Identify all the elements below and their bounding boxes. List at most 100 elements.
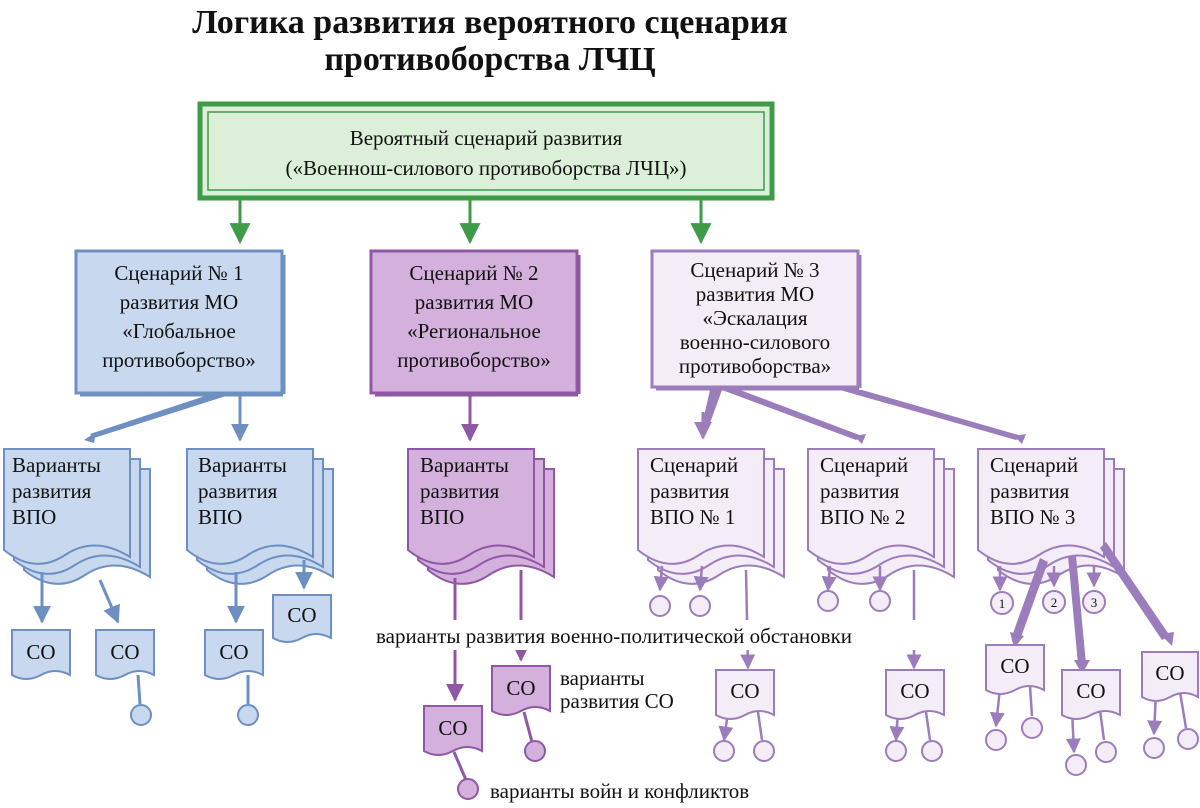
co-lilac-5-label: СО (1155, 661, 1184, 685)
co-blue-2-label: СО (110, 640, 139, 664)
co-box-purple-2: СО (491, 665, 551, 716)
lilac-thick-connectors (1010, 542, 1174, 674)
variants-1-line2: развития (12, 479, 92, 503)
co-lilac-4-label: СО (1076, 679, 1105, 703)
variants-2-line1: Варианты (198, 453, 287, 477)
co-box-lilac-2: СО (885, 669, 945, 720)
outcome-node-lilac-6 (753, 740, 775, 762)
scenario-3-box: Сценарий № 3 развития МО «Эскалация воен… (650, 249, 862, 391)
numbered-node-2: 2 (1042, 590, 1066, 614)
co-box-lilac-5: СО (1141, 651, 1199, 702)
outcome-node-lilac-14 (1177, 728, 1199, 750)
root-scenario-line1: Вероятный сценарий развития (350, 126, 623, 150)
co-box-lilac-3: СО (985, 644, 1045, 695)
vpo-scenario-1-line2: развития (650, 479, 730, 503)
co-lilac-1-label: СО (730, 679, 759, 703)
vpo-scenario-3-line1: Сценарий (990, 453, 1078, 477)
co-purple-2-label: СО (506, 676, 535, 700)
outcome-node-lilac-11 (1065, 754, 1087, 776)
co-box-lilac-1: СО (715, 669, 775, 720)
vpo-scenario-stack-2: Сценарий развития ВПО № 2 (807, 448, 955, 585)
annotation-co-variants-line1: варианты (560, 666, 645, 690)
annotation-vpo-variants: варианты развития военно-политической об… (376, 624, 852, 648)
variants-stack-2: Варианты развития ВПО (186, 448, 334, 585)
variants-2-line3: ВПО (198, 505, 242, 529)
numbered-node-3: 3 (1082, 590, 1106, 614)
blue-branch-connectors (33, 560, 313, 705)
root-scenario-box: Вероятный сценарий развития («Военнош-си… (197, 101, 775, 201)
annotation-co-variants-line2: развития СО (560, 689, 674, 713)
outcome-node-lilac-9 (985, 729, 1007, 751)
numbered-node-1: 1 (990, 591, 1014, 615)
scenario-1-line1: Сценарий № 1 (114, 261, 243, 285)
vpo-scenario-2-line1: Сценарий (820, 453, 908, 477)
root-scenario-line2: («Военнош-силового противоборства ЛЧЦ») (286, 156, 687, 180)
diagram-title-line1: Логика развития вероятного сценария (192, 4, 788, 41)
outcome-node-lilac-13 (1143, 737, 1165, 759)
scenario-3-line1: Сценарий № 3 (690, 258, 819, 282)
variants-1-line3: ВПО (12, 505, 56, 529)
root-connectors (229, 198, 712, 245)
outcome-node-blue-1 (130, 704, 152, 726)
co-box-lilac-4: СО (1061, 669, 1121, 720)
variants-2-line2: развития (198, 479, 278, 503)
variants-3-line3: ВПО (420, 505, 464, 529)
variants-3-line1: Варианты (420, 453, 509, 477)
outcome-node-blue-2 (237, 704, 259, 726)
vpo-scenario-stack-3: Сценарий развития ВПО № 3 (977, 448, 1125, 585)
vpo-scenario-stack-1: Сценарий развития ВПО № 1 (637, 448, 785, 585)
scenario-2-line1: Сценарий № 2 (409, 261, 538, 285)
outcome-node-lilac-2 (689, 595, 711, 617)
outcome-node-lilac-1 (649, 595, 671, 617)
scenario-2-box: Сценарий № 2 развития МО «Региональное п… (369, 249, 581, 397)
scenario-1-line3: «Глобальное (122, 319, 236, 343)
co-blue-4-label: СО (287, 603, 316, 627)
vpo-scenario-3-line3: ВПО № 3 (990, 505, 1075, 529)
annotation-wars: варианты войн и конфликтов (490, 779, 749, 803)
outcome-node-lilac-3 (817, 590, 839, 612)
scenario-3-line4: военно-силового (680, 330, 830, 354)
co-lilac-2-label: СО (900, 679, 929, 703)
scenario-3-line2: развития МО (696, 282, 814, 306)
scenario-2-line2: развития МО (415, 290, 533, 314)
outcome-node-lilac-5 (713, 740, 735, 762)
vpo-scenario-1-line1: Сценарий (650, 453, 738, 477)
vpo-scenario-2-line3: ВПО № 2 (820, 505, 905, 529)
outcome-node-lilac-4 (869, 590, 891, 612)
vpo-scenario-2-line2: развития (820, 479, 900, 503)
scenario-1-line2: развития МО (120, 290, 238, 314)
outcome-node-lilac-7 (885, 740, 907, 762)
vpo-scenario-3-line2: развития (990, 479, 1070, 503)
co-box-blue-2: СО (95, 629, 155, 680)
outcome-node-lilac-8 (921, 740, 943, 762)
outcome-node-lilac-10 (1021, 717, 1043, 739)
co-box-purple-1: СО (423, 705, 483, 756)
co-blue-3-label: СО (219, 640, 248, 664)
co-lilac-3-label: СО (1000, 654, 1029, 678)
scenario-2-line3: «Региональное (407, 319, 541, 343)
co-purple-1-label: СО (438, 716, 467, 740)
lilac-branch-connectors (653, 565, 1188, 754)
variants-stack-1: Варианты развития ВПО (3, 448, 151, 585)
co-blue-1-label: СО (26, 640, 55, 664)
vpo-scenario-1-line3: ВПО № 1 (650, 505, 735, 529)
numbered-node-1-label: 1 (999, 596, 1006, 611)
outcome-node-lilac-12 (1095, 741, 1117, 763)
scenario-2-line4: противоборство» (397, 348, 551, 372)
variants-stack-3: Варианты развития ВПО (407, 448, 555, 585)
variants-3-line2: развития (420, 479, 500, 503)
co-box-blue-3: СО (204, 629, 264, 680)
numbered-node-3-label: 3 (1091, 595, 1098, 610)
diagram-title-line2: противоборства ЛЧЦ (324, 41, 655, 78)
scenario-connectors (84, 390, 1026, 444)
outcome-node-purple-2 (524, 740, 546, 762)
numbered-node-2-label: 2 (1051, 595, 1058, 610)
scenario-1-line4: противоборство» (102, 348, 256, 372)
co-box-blue-1: СО (11, 629, 71, 680)
scenario-3-line5: противоборства» (679, 354, 831, 378)
scenario-1-box: Сценарий № 1 развития МО «Глобальное про… (74, 249, 286, 397)
co-box-blue-4: СО (272, 594, 332, 643)
outcome-node-purple-1 (457, 778, 479, 800)
variants-1-line1: Варианты (12, 453, 101, 477)
